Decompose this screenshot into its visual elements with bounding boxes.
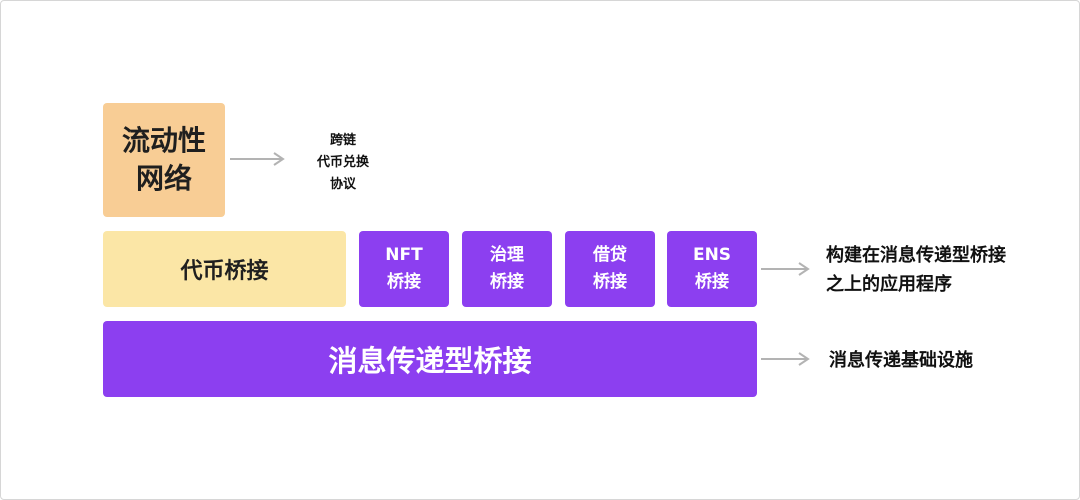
apps-on-messaging-caption: 构建在消息传递型桥接 之上的应用程序 [826,241,1006,299]
liquidity-network-line2: 网络 [135,162,192,195]
cross-chain-line3: 协议 [329,177,356,192]
ens-bridge-line2: 桥接 [695,272,729,292]
cross-chain-line2: 代币兑换 [316,155,369,170]
cross-chain-protocol-label: 跨链 代币兑换 协议 [300,130,386,196]
governance-bridge-line1: 治理 [490,245,524,265]
arrow-right-icon [761,352,810,366]
lending-bridge-box: 借贷 桥接 [565,231,655,307]
lending-bridge-line1: 借贷 [593,245,627,265]
nft-bridge-line2: 桥接 [387,272,421,292]
arrow-right-icon [761,262,810,276]
governance-bridge-line2: 桥接 [490,272,524,292]
ens-bridge-line1: ENS [692,245,732,265]
nft-bridge-line1: NFT [385,245,423,265]
liquidity-network-line1: 流动性 [121,124,206,157]
apps-caption-line2: 之上的应用程序 [826,274,952,295]
messaging-infrastructure-caption: 消息传递基础设施 [829,346,973,375]
liquidity-network-box: 流动性 网络 [103,103,225,217]
nft-bridge-box: NFT 桥接 [359,231,449,307]
token-bridge-box: 代币桥接 [103,231,346,307]
apps-caption-line1: 构建在消息传递型桥接 [826,245,1006,266]
cross-chain-line1: 跨链 [329,133,356,148]
infra-caption-label: 消息传递基础设施 [829,350,973,371]
messaging-bridge-label: 消息传递型桥接 [328,344,532,378]
lending-bridge-line2: 桥接 [593,272,627,292]
messaging-bridge-box: 消息传递型桥接 [103,321,757,397]
token-bridge-label: 代币桥接 [180,259,269,284]
arrow-right-icon [230,152,285,166]
ens-bridge-box: ENS 桥接 [667,231,757,307]
governance-bridge-box: 治理 桥接 [462,231,552,307]
